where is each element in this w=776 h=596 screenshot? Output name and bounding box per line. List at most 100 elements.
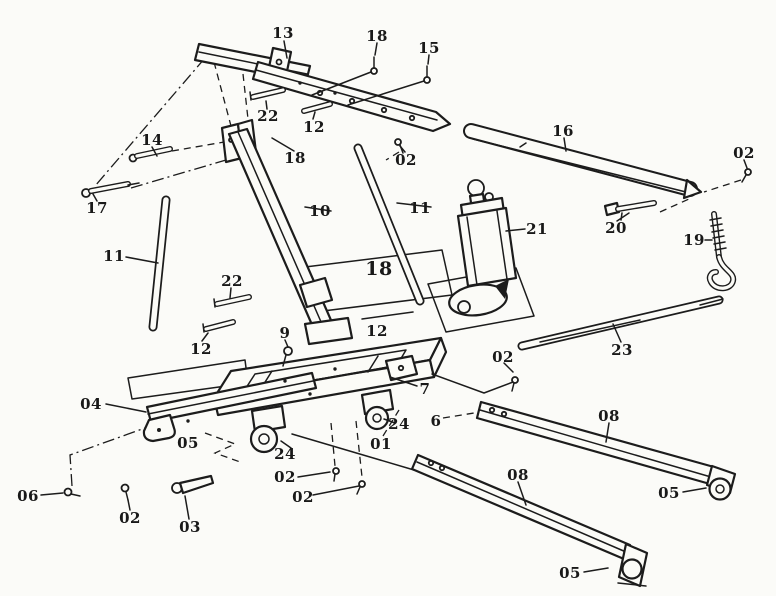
mast-gusset (298, 276, 334, 309)
rod-23-slot (539, 319, 641, 343)
leg-upper-drawing (475, 400, 737, 501)
caster-hub (715, 484, 725, 494)
part-label-02-right: 02 (733, 144, 755, 162)
cylinder-seam (496, 210, 508, 280)
part-label-02-mid1: 02 (274, 468, 296, 486)
bolt-02-low-stem (125, 491, 129, 501)
part-label-02-frame: 02 (492, 348, 514, 366)
left-foot-05 (142, 413, 176, 443)
pump-base (448, 283, 508, 317)
support-rod-right-drawing (353, 143, 425, 306)
beam-16-notch (519, 142, 527, 148)
part-label-12-upper: 12 (303, 118, 325, 136)
caster-24-right-wheel (364, 405, 390, 431)
leg-lower-drawing (410, 453, 649, 588)
part-label-13: 13 (272, 24, 294, 42)
cylinder-seam (466, 216, 478, 286)
pin-20-drawing (603, 200, 657, 221)
fold-axis-lines (69, 57, 227, 487)
pin-12-left-fill (204, 320, 235, 331)
part-label-05-lower-leg: 05 (559, 564, 581, 582)
extension-rod-23-drawing (517, 295, 724, 351)
base-carriage-drawing (142, 336, 448, 454)
part-label-04: 04 (80, 395, 102, 413)
cylinder-body (456, 206, 518, 288)
leader-line-layer (40, 40, 748, 573)
foot-hole (157, 428, 161, 432)
part-label-05-left: 05 (177, 434, 199, 452)
pin-14-shaft-fill (135, 147, 172, 158)
boom-rivet (298, 81, 302, 85)
deck-rivet (283, 379, 287, 383)
front-beam-edge (147, 380, 314, 415)
part-label-16: 16 (552, 122, 574, 140)
beam-rivet (186, 419, 190, 423)
pin-17-shaft-fill (89, 182, 130, 193)
bolt-18-head (370, 67, 378, 75)
part-label-11-left: 11 (103, 247, 125, 265)
beam-16-edge (472, 138, 687, 193)
part-label-05-upper-leg: 05 (658, 484, 680, 502)
leg-upper-edge (479, 409, 712, 478)
bolt-02-low-head (120, 483, 130, 493)
pin-20-head (603, 201, 621, 217)
hydraulic-cylinder-drawing (427, 179, 535, 333)
beam-16-fill (465, 125, 696, 195)
bolt-02-right-head (744, 168, 752, 176)
pump-shadow (495, 279, 509, 299)
bolt-06-head (63, 487, 73, 497)
part-label-22-lower: 22 (221, 272, 243, 290)
part-label-20: 20 (605, 219, 627, 237)
pin-12-left-tick (202, 323, 205, 333)
part-label-02-upper: 02 (395, 151, 417, 169)
hook-bolt-19-drawing (706, 211, 737, 292)
part-label-9: 9 (280, 324, 291, 342)
part-label-21: 21 (526, 220, 548, 238)
hook-curve-fill (708, 255, 735, 290)
bolt-02-frame-stem (511, 382, 515, 392)
beam-16-tip (682, 178, 703, 200)
pump-port (457, 300, 471, 314)
deck-rivet (308, 392, 312, 396)
part-label-18-mid: 18 (284, 149, 306, 167)
mast-drawing (220, 118, 354, 346)
pin-22-upper-tick (249, 91, 252, 101)
caster-24-front-wheel (249, 424, 279, 454)
deck-rivet (333, 367, 337, 371)
part-label-06: 06 (17, 487, 39, 505)
caster-wheel (621, 558, 643, 580)
part-label-01: 01 (370, 435, 392, 453)
part-label-7: 7 (420, 380, 431, 398)
part-label-12-left: 12 (190, 340, 212, 358)
leg-lower-hole (427, 459, 435, 467)
bracket-hole (397, 364, 405, 372)
hook-threads (709, 217, 727, 251)
leg-upper-hole (488, 406, 496, 414)
lever-03-body (178, 474, 215, 495)
bolt-02-right-stem (741, 174, 747, 183)
boom-rivet (333, 91, 337, 95)
part-label-17: 17 (86, 199, 108, 217)
bolt-02-mid1-stem (333, 473, 336, 482)
part-label-08-upper: 08 (598, 407, 620, 425)
boom-hole (408, 114, 416, 122)
part-label-02-low: 02 (119, 509, 141, 527)
rod-23-tip (699, 298, 724, 306)
part-label-19: 19 (683, 231, 705, 249)
part-label-24-front: 24 (274, 445, 296, 463)
caster-24-right-bracket (360, 388, 395, 416)
leg-lower-hole (438, 464, 446, 472)
bolt-9-stem (282, 354, 287, 367)
extension-beam-16-drawing (463, 123, 703, 200)
pin-22-upper-fill (251, 88, 285, 99)
caster-foot-line (617, 582, 647, 587)
caster-wheel (708, 477, 732, 501)
part-label-14: 14 (141, 131, 163, 149)
part-label-18-big: 18 (365, 258, 392, 280)
part-label-22-upper: 22 (257, 107, 279, 125)
fastener-layer (63, 56, 752, 501)
part-label-23: 23 (611, 341, 633, 359)
